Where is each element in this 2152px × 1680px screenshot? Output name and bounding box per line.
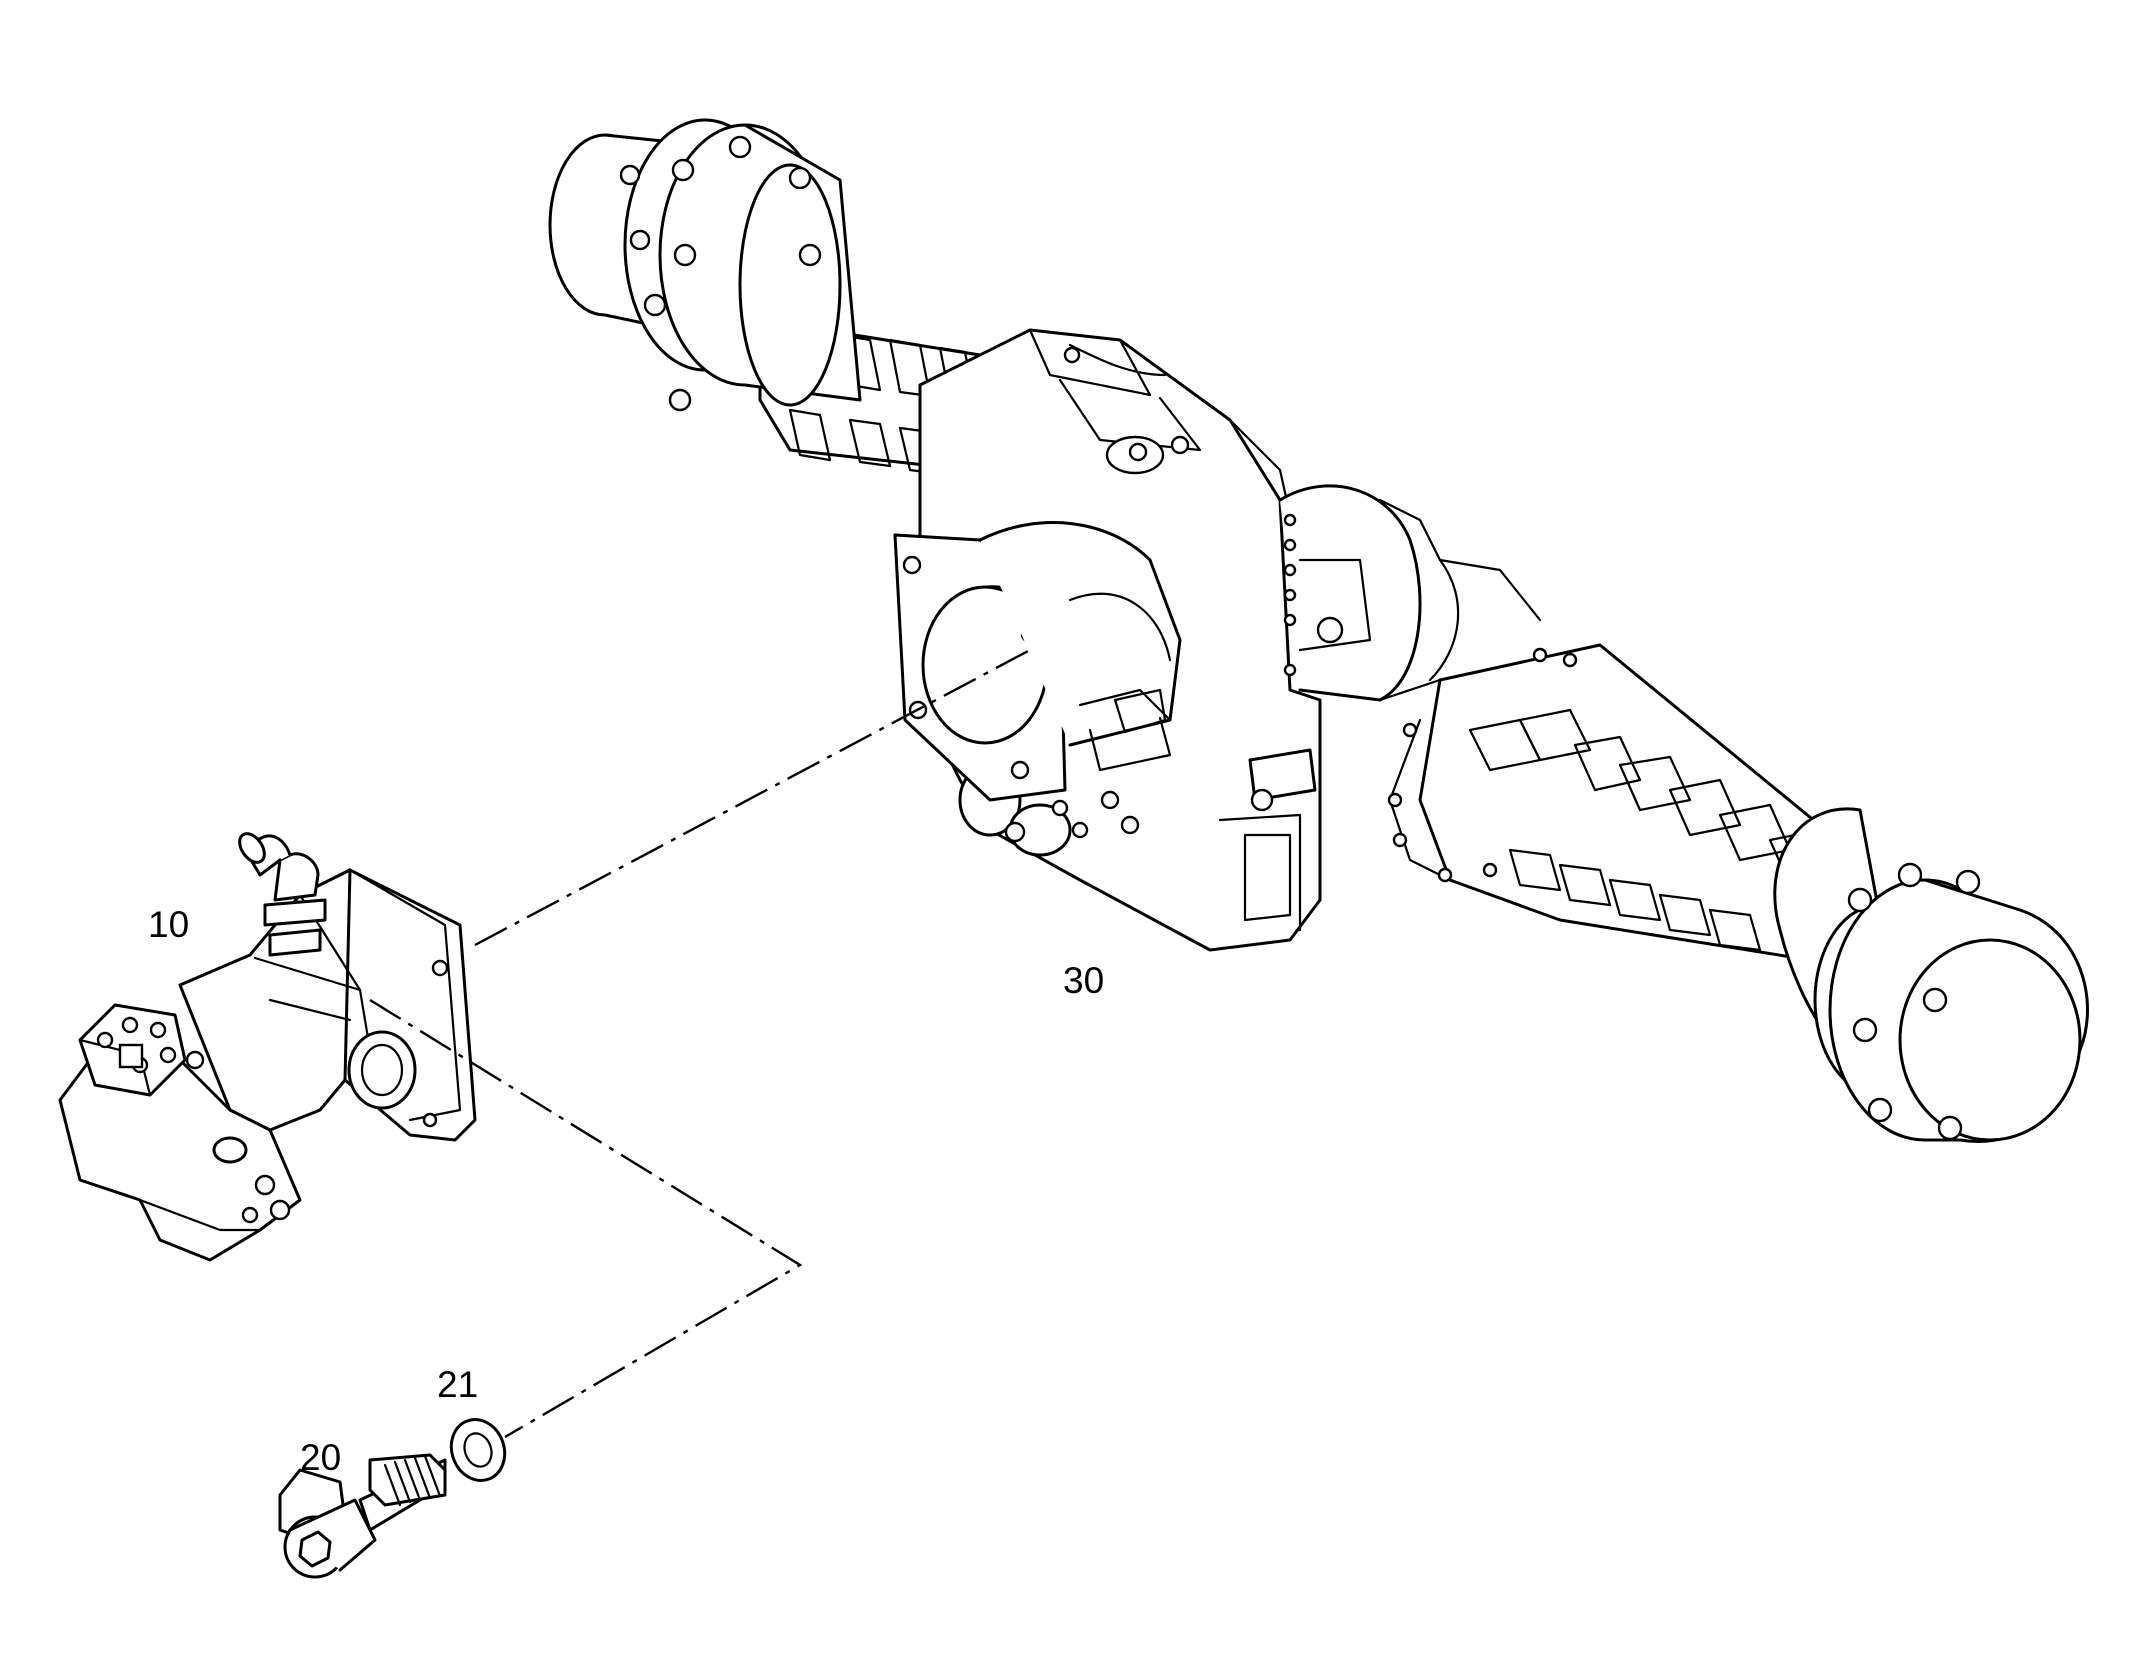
drive-axle-assembly: 30 xyxy=(548,118,2089,1143)
callout-pump: 10 xyxy=(148,904,189,945)
input-flange xyxy=(893,521,1182,802)
callout-washer: 21 xyxy=(437,1364,478,1405)
callout-axle: 30 xyxy=(1063,960,1104,1001)
socket-head-screw: 20 xyxy=(278,1437,447,1579)
elbow-fitting xyxy=(238,832,327,957)
left-hub-bolts xyxy=(619,135,822,412)
washer: 21 xyxy=(437,1364,507,1482)
right-wheel-hub xyxy=(1773,807,2089,1143)
assembly-leader-lines xyxy=(369,648,1031,1439)
right-hub-bolts xyxy=(1847,862,1981,1141)
hydraulic-pump: 10 xyxy=(58,832,477,1262)
right-axle-arm xyxy=(1298,498,1852,962)
callout-screw: 20 xyxy=(300,1437,341,1478)
